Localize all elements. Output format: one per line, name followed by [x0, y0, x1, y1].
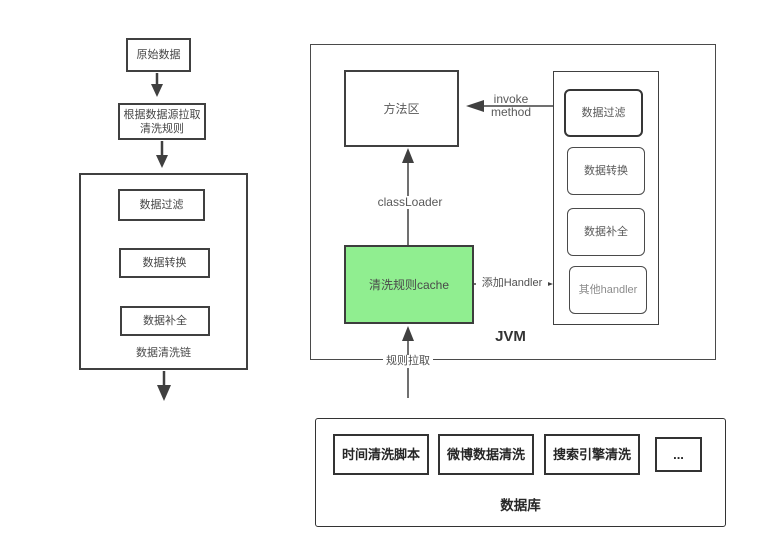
chain-item-transform: 数据转换 — [119, 248, 210, 278]
node-method-area: 方法区 — [344, 70, 459, 147]
db-script-ellipsis: ... — [655, 437, 702, 472]
jvm-container — [310, 44, 716, 360]
edge-label-add-handler: 添加Handler — [476, 277, 548, 290]
chain-item-filter: 数据过滤 — [118, 189, 205, 221]
chain-container — [79, 173, 248, 370]
edge-label-classloader: classLoader — [375, 196, 445, 209]
handler-group-container — [553, 71, 659, 325]
arrow-pull-to-chain — [156, 141, 168, 168]
chain-item-complete: 数据补全 — [120, 306, 210, 336]
handler-item-filter: 数据过滤 — [564, 89, 643, 137]
edge-label-rule-pull: 规则拉取 — [383, 355, 433, 368]
arrow-rule-pull — [402, 326, 414, 398]
handler-item-complete: 数据补全 — [567, 208, 645, 256]
database-label: 数据库 — [500, 498, 541, 513]
node-rule-cache: 清洗规则cache — [344, 245, 474, 324]
handler-item-transform: 数据转换 — [567, 147, 645, 195]
database-container — [315, 418, 726, 527]
db-script-time-clean: 时间清洗脚本 — [333, 434, 429, 475]
arrow-invoke-method — [466, 100, 553, 112]
jvm-label: JVM — [495, 328, 526, 345]
node-raw-data: 原始数据 — [126, 38, 191, 72]
handler-item-other: 其他handler — [569, 266, 647, 314]
edge-label-invoke-method: invoke method — [490, 92, 532, 119]
chain-label: 数据清洗链 — [136, 347, 191, 359]
db-script-search-clean: 搜索引擎清洗 — [544, 434, 640, 475]
arrow-raw-to-pull — [151, 73, 163, 97]
arrow-chain-output — [157, 371, 171, 401]
db-script-weibo-clean: 微博数据清洗 — [438, 434, 534, 475]
node-pull-rules: 根据数据源拉取清洗规则 — [118, 103, 206, 140]
